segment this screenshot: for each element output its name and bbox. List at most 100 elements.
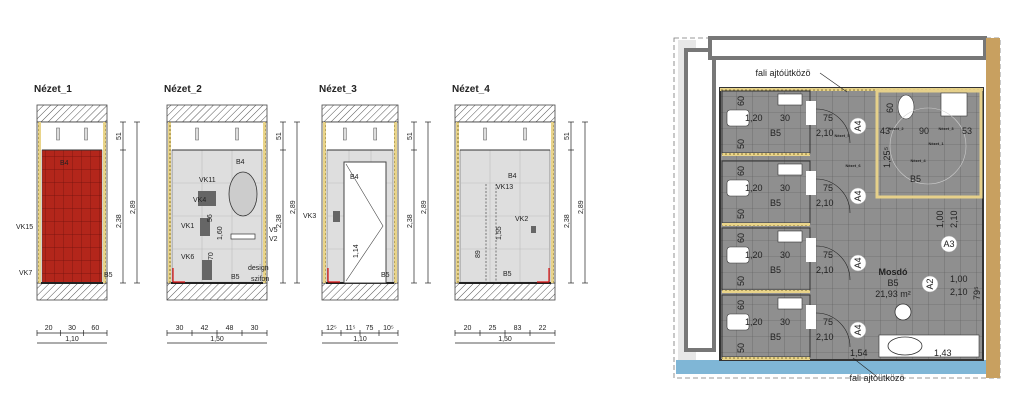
floor-slab bbox=[166, 282, 268, 301]
room-code: B5 bbox=[770, 265, 781, 275]
turning-circle bbox=[889, 107, 967, 185]
leader-line bbox=[852, 357, 877, 377]
view-marker-label: Nézet_3 bbox=[938, 126, 954, 131]
door-opening bbox=[806, 238, 816, 262]
element-label: VK6 bbox=[181, 254, 194, 261]
door-swing bbox=[815, 245, 851, 281]
door-width: 75 bbox=[823, 317, 833, 327]
door-height: 2,10 bbox=[950, 287, 968, 297]
element-label: VK3 bbox=[303, 213, 316, 220]
exterior-wall-right bbox=[986, 38, 1000, 378]
width-segment: 10⁵ bbox=[383, 325, 394, 332]
fixture-vk4 bbox=[198, 191, 216, 206]
dim-238: 2,38 bbox=[564, 214, 571, 228]
door-tag-A2[interactable]: A2 bbox=[921, 275, 939, 293]
element-label: 89 bbox=[475, 250, 482, 258]
mirror bbox=[228, 171, 258, 217]
red-arrow-marker bbox=[327, 268, 340, 283]
width-segment: 22 bbox=[539, 325, 547, 332]
door-tag-A4[interactable]: A4 bbox=[849, 187, 867, 205]
element-label: B5 bbox=[104, 272, 113, 279]
door-width: 75 bbox=[823, 113, 833, 123]
wall-insulation-right bbox=[263, 122, 266, 283]
red-arrow-marker bbox=[172, 268, 185, 283]
ceiling-hanger bbox=[235, 127, 239, 141]
room-code: B5 bbox=[770, 332, 781, 342]
element-label: 1,60 bbox=[217, 226, 224, 240]
width-segment: 30 bbox=[251, 325, 259, 332]
dim-label: 60 bbox=[736, 300, 746, 310]
dim-label: 30 bbox=[780, 183, 790, 193]
width-segment: 83 bbox=[514, 325, 522, 332]
ceiling-slab bbox=[321, 104, 399, 123]
element-label: B4 bbox=[236, 159, 245, 166]
ceiling-slab bbox=[454, 104, 556, 123]
door-tag-A3[interactable]: A3 bbox=[940, 235, 958, 253]
dim-label: 1,20 bbox=[745, 317, 763, 327]
door-opening bbox=[806, 101, 816, 125]
door-tag-A4[interactable]: A4 bbox=[849, 321, 867, 339]
element-label: V2 bbox=[269, 236, 278, 243]
dim-label: 50 bbox=[736, 209, 746, 219]
door-tag-circle bbox=[849, 321, 867, 339]
ceiling-hanger bbox=[56, 127, 60, 141]
top-wall bbox=[708, 36, 987, 60]
accessible-wc-walls bbox=[875, 89, 983, 199]
door-tag-circle bbox=[849, 254, 867, 272]
dim-label: 30 bbox=[780, 250, 790, 260]
dim-label: 79⁵ bbox=[972, 286, 982, 300]
door-height: 2,10 bbox=[949, 210, 959, 228]
dim-238: 2,38 bbox=[116, 214, 123, 228]
dim-label: 1,20 bbox=[745, 183, 763, 193]
washbasin bbox=[230, 233, 256, 240]
dim-label: 60 bbox=[736, 233, 746, 243]
element-label: 1,55 bbox=[496, 226, 503, 240]
dim-label: 50 bbox=[736, 343, 746, 353]
element-label: VK13 bbox=[496, 184, 513, 191]
view-marker-label: Nézet_5 bbox=[834, 133, 850, 138]
wall-insulation-left bbox=[38, 122, 41, 283]
width-total: 1,10 bbox=[353, 336, 367, 343]
person-figure-icon bbox=[894, 303, 912, 321]
dim-289: 2,89 bbox=[578, 200, 585, 214]
door-tag-A4[interactable]: A4 bbox=[849, 254, 867, 272]
dim-label: 60 bbox=[736, 96, 746, 106]
dim-label: 50 bbox=[736, 276, 746, 286]
width-segment: 30 bbox=[176, 325, 184, 332]
cabin-partition bbox=[722, 290, 810, 293]
wall-insulation-right bbox=[103, 122, 106, 283]
element-label: B5 bbox=[231, 274, 240, 281]
width-total: 1,50 bbox=[498, 336, 512, 343]
view-title: Nézet_1 bbox=[34, 84, 72, 95]
element-label: szifon bbox=[251, 276, 269, 283]
dim-label: 1,54 bbox=[850, 348, 868, 358]
door-tag-A4[interactable]: A4 bbox=[849, 117, 867, 135]
view-title: Nézet_3 bbox=[319, 84, 357, 95]
toilet-bowl bbox=[726, 246, 750, 264]
wall-insulation-right bbox=[394, 122, 397, 283]
dim-289: 2,89 bbox=[130, 200, 137, 214]
door-opening bbox=[806, 171, 816, 195]
door-height: 2,10 bbox=[816, 128, 834, 138]
dim-238: 2,38 bbox=[407, 214, 414, 228]
room-code: B5 bbox=[770, 128, 781, 138]
dim-label: 1,25⁵ bbox=[882, 146, 892, 168]
wall-insulation-left bbox=[168, 122, 171, 283]
ceiling-hanger bbox=[373, 127, 377, 141]
dim-label: 1,20 bbox=[745, 113, 763, 123]
door-frame bbox=[343, 161, 387, 284]
width-segment: 48 bbox=[226, 325, 234, 332]
door-height: 2,10 bbox=[816, 332, 834, 342]
door-tag-circle bbox=[921, 275, 939, 293]
width-segment: 30 bbox=[68, 325, 76, 332]
width-segment: 42 bbox=[201, 325, 209, 332]
width-total: 1,50 bbox=[210, 336, 224, 343]
toilet-bowl bbox=[726, 179, 750, 197]
dim-label: 90 bbox=[919, 126, 929, 136]
ceiling-hanger bbox=[483, 127, 487, 141]
